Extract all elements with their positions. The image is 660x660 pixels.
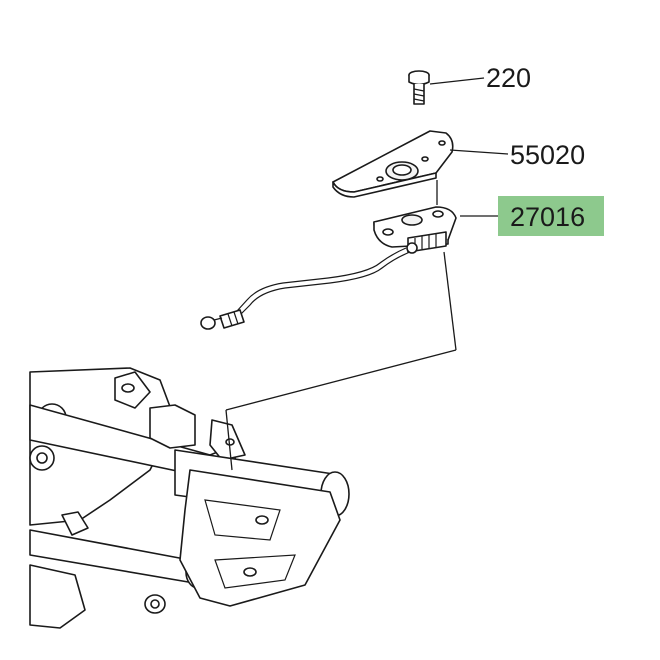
assembly-lines (225, 77, 509, 471)
callout-label-55020[interactable]: 55020 (510, 140, 585, 170)
frame-part (29, 367, 350, 629)
cover-plate-part[interactable] (332, 130, 454, 198)
bolt-part[interactable] (408, 70, 430, 105)
highlight-box (498, 196, 604, 236)
sensor-bracket-part[interactable] (200, 206, 457, 330)
callout-label-220[interactable]: 220 (486, 63, 531, 93)
callout-label-27016[interactable]: 27016 (510, 202, 585, 232)
